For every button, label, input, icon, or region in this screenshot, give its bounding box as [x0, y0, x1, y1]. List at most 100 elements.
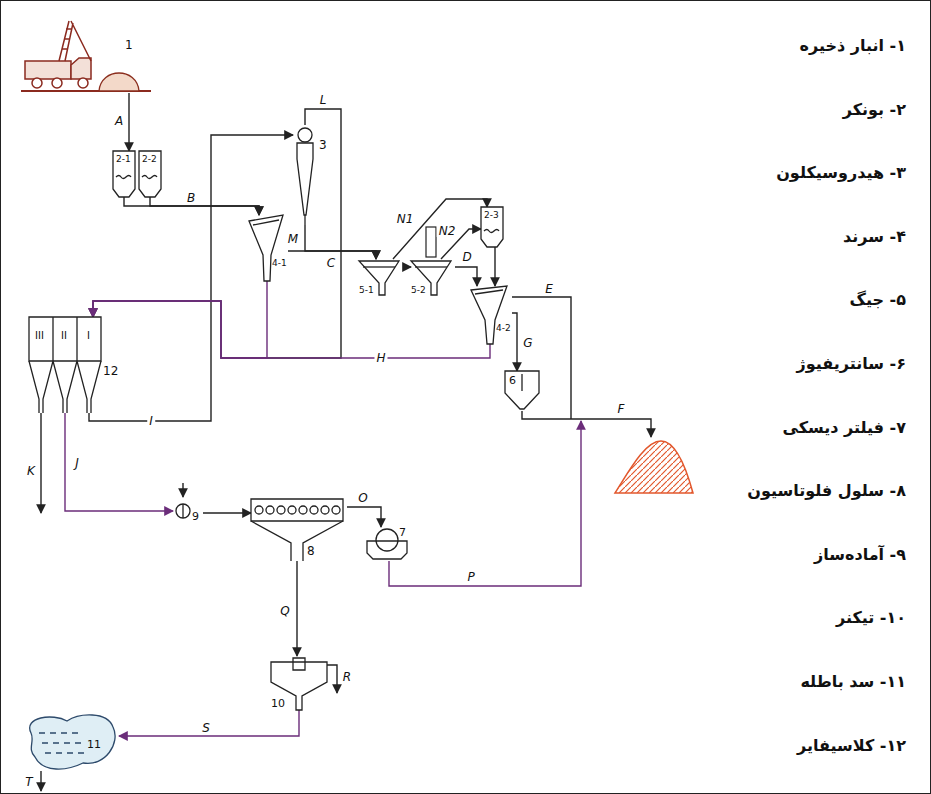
outline-stroke: [481, 207, 503, 247]
equipment-outline: [97, 39, 141, 93]
stream-label: D: [460, 251, 473, 263]
callout-number: 12: [103, 365, 118, 377]
stream-label: F: [616, 403, 627, 415]
flow-line: [93, 301, 490, 358]
legend-item: ۱۰- تیکنر: [836, 609, 906, 628]
stream-label: R: [341, 671, 353, 683]
outline-stroke: [363, 266, 395, 267]
callout-number: 10: [271, 698, 285, 709]
outline-stroke: [113, 151, 135, 197]
equipment-outline: [23, 713, 119, 773]
equipment-outline: [471, 286, 507, 344]
legend-item: ۴- سرند: [843, 227, 906, 246]
tailings-dam: 11: [23, 713, 119, 773]
legend-item: ۸- سلول فلوتاسیون: [747, 482, 906, 501]
outline-stroke: [251, 499, 343, 521]
flow-line: [455, 267, 477, 286]
callout-number: 2-2: [142, 155, 157, 164]
callout-number: 6: [509, 375, 516, 386]
outline-stroke: [297, 143, 313, 215]
callout-number: 4-2: [496, 324, 511, 333]
callout-number: 2-1: [116, 155, 131, 164]
callout-number: 9: [192, 511, 199, 522]
stream-label: I: [147, 415, 155, 427]
outline-stroke: [293, 658, 305, 670]
callout-number: 1: [125, 39, 133, 51]
disk-filter: 7: [367, 527, 411, 561]
outline-stroke: [255, 506, 340, 514]
classifier: 12IIIIII: [29, 317, 120, 413]
outline-stroke: [376, 529, 398, 551]
jig: 5-1: [359, 259, 403, 297]
thickener: 10: [271, 656, 327, 710]
callout-number: 5-1: [359, 286, 374, 295]
bunker: 2-2: [139, 151, 161, 197]
outline-stroke: [30, 715, 115, 769]
outline-stroke: [29, 317, 101, 361]
hydrocyclone: 3: [293, 125, 333, 225]
stream-label: T: [23, 776, 34, 788]
legend-item: ۲- بونکر: [843, 100, 906, 119]
callout-number: 8: [307, 545, 315, 557]
screen: 4-2: [471, 286, 512, 344]
stream-label: N1: [395, 213, 416, 225]
outline-stroke: [415, 266, 447, 267]
callout-number: 11: [87, 739, 101, 750]
centrifuge: 6: [505, 371, 539, 411]
flow-line: [89, 135, 293, 421]
outline-stroke: [251, 521, 343, 561]
stream-label: C: [325, 257, 337, 269]
stream-label: O: [356, 492, 369, 504]
flow-line: [203, 512, 251, 513]
stream-label: E: [543, 283, 555, 295]
bunker: 2-3: [481, 207, 503, 247]
outline-stroke: [182, 504, 183, 518]
stream-label: S: [200, 722, 212, 734]
stream-label: P: [465, 571, 476, 583]
outline-stroke: [475, 290, 503, 294]
elevator-box: [426, 227, 436, 257]
callout-number: 4-1: [272, 259, 287, 268]
outline-stroke: [39, 733, 84, 753]
flow-line: [494, 247, 495, 286]
bunker: 2-1: [113, 151, 135, 197]
flow-line: [150, 197, 259, 215]
outline-stroke: [471, 286, 507, 344]
outline-stroke: [116, 176, 131, 179]
flow-line: [512, 313, 517, 371]
flow-line: [119, 710, 299, 736]
flow-line: [403, 266, 411, 267]
flotation-cell: 8: [251, 499, 347, 561]
callout-number: I: [87, 331, 90, 341]
outline-stroke: [139, 151, 161, 197]
flow-line: [93, 109, 341, 358]
stream-label: G: [521, 337, 534, 349]
flow-line: [65, 413, 173, 511]
conditioner: 9: [173, 499, 203, 527]
flow-line: [393, 199, 487, 259]
flow-line: [93, 281, 267, 358]
stream-label: H: [374, 352, 387, 364]
screen: 4-1: [249, 215, 288, 281]
outline-stroke: [367, 541, 407, 559]
equipment-outline: [251, 499, 347, 561]
outline-stroke: [298, 128, 312, 142]
stream-label: B: [185, 192, 197, 204]
legend-item: ۱- انبار ذخیره: [800, 36, 906, 55]
outline-stroke: [271, 662, 327, 710]
outline-stroke: [304, 215, 305, 225]
callout-number: 3: [319, 139, 327, 151]
flow-line: [128, 93, 129, 151]
outline-stroke: [249, 215, 283, 281]
outline-stroke: [253, 220, 279, 225]
legend-item: ۱۲- کلاسیفایر: [797, 736, 906, 755]
product-pile: [615, 441, 693, 493]
stockpile: 1: [97, 39, 141, 93]
callout-number: II: [61, 331, 67, 341]
outline-stroke: [359, 261, 399, 295]
flow-line: [347, 507, 381, 527]
outline-stroke: [29, 361, 101, 413]
stream-label: M: [286, 233, 300, 245]
legend-item: ۱۱- سد باطله: [800, 672, 906, 691]
